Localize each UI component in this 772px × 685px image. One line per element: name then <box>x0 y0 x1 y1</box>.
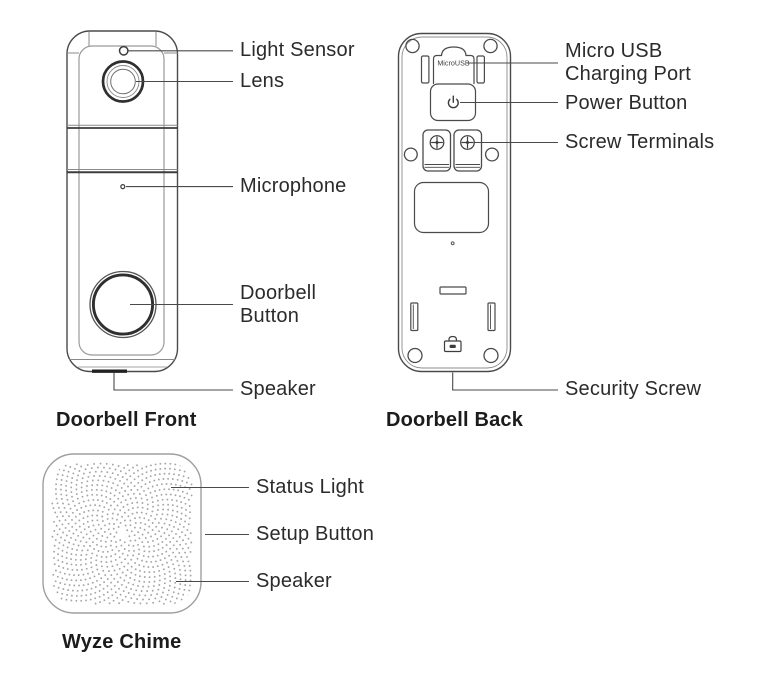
label-light-sensor: Light Sensor <box>240 39 355 61</box>
label-power-button: Power Button <box>565 92 688 114</box>
leader-front-speaker <box>113 372 233 391</box>
label-microphone: Microphone <box>240 175 347 197</box>
label-front-speaker: Speaker <box>240 378 316 400</box>
phillips-screw-icon <box>429 135 475 150</box>
micro-usb-port-text: MicroUSB <box>437 59 470 68</box>
back-pin-hole <box>450 241 455 246</box>
chime-speaker-holes <box>51 462 193 605</box>
chime-dots <box>51 462 193 605</box>
micro-usb-port <box>420 46 486 84</box>
label-chime-speaker: Speaker <box>256 570 332 592</box>
label-security-screw: Security Screw <box>565 378 702 400</box>
front-speaker-area <box>69 359 175 373</box>
security-screw <box>443 335 462 353</box>
caption-wyze-chime: Wyze Chime <box>62 631 182 653</box>
front-faceplate <box>78 45 165 356</box>
front-dividers <box>67 124 178 174</box>
leader-security-screw <box>452 372 558 391</box>
caption-doorbell-front: Doorbell Front <box>56 409 197 431</box>
caption-doorbell-back: Doorbell Back <box>386 409 524 431</box>
doorbell-front-drawing <box>66 30 179 373</box>
leader-lines <box>113 50 558 583</box>
doorbell-back-drawing: MicroUSB <box>397 32 512 373</box>
front-seams <box>67 31 178 54</box>
front-outer-shell <box>66 30 179 373</box>
label-status-light: Status Light <box>256 476 365 498</box>
label-lens: Lens <box>240 70 285 92</box>
back-outer-shell <box>397 32 512 373</box>
chime-body <box>42 453 202 614</box>
mounting-slots <box>410 286 496 332</box>
label-screw-terminals: Screw Terminals <box>565 131 715 153</box>
label-micro-usb: Micro USB Charging Port <box>565 40 691 85</box>
back-screw-holes <box>403 38 500 364</box>
screw-terminals <box>422 129 483 172</box>
back-recess-panel <box>413 181 490 234</box>
light-sensor <box>118 45 129 56</box>
back-inner-shell <box>401 36 508 369</box>
wyze-chime-drawing <box>42 453 202 614</box>
microphone-hole <box>120 184 126 190</box>
label-setup-button: Setup Button <box>256 523 375 545</box>
power-icon <box>447 95 459 109</box>
label-doorbell-button: Doorbell Button <box>240 282 317 327</box>
